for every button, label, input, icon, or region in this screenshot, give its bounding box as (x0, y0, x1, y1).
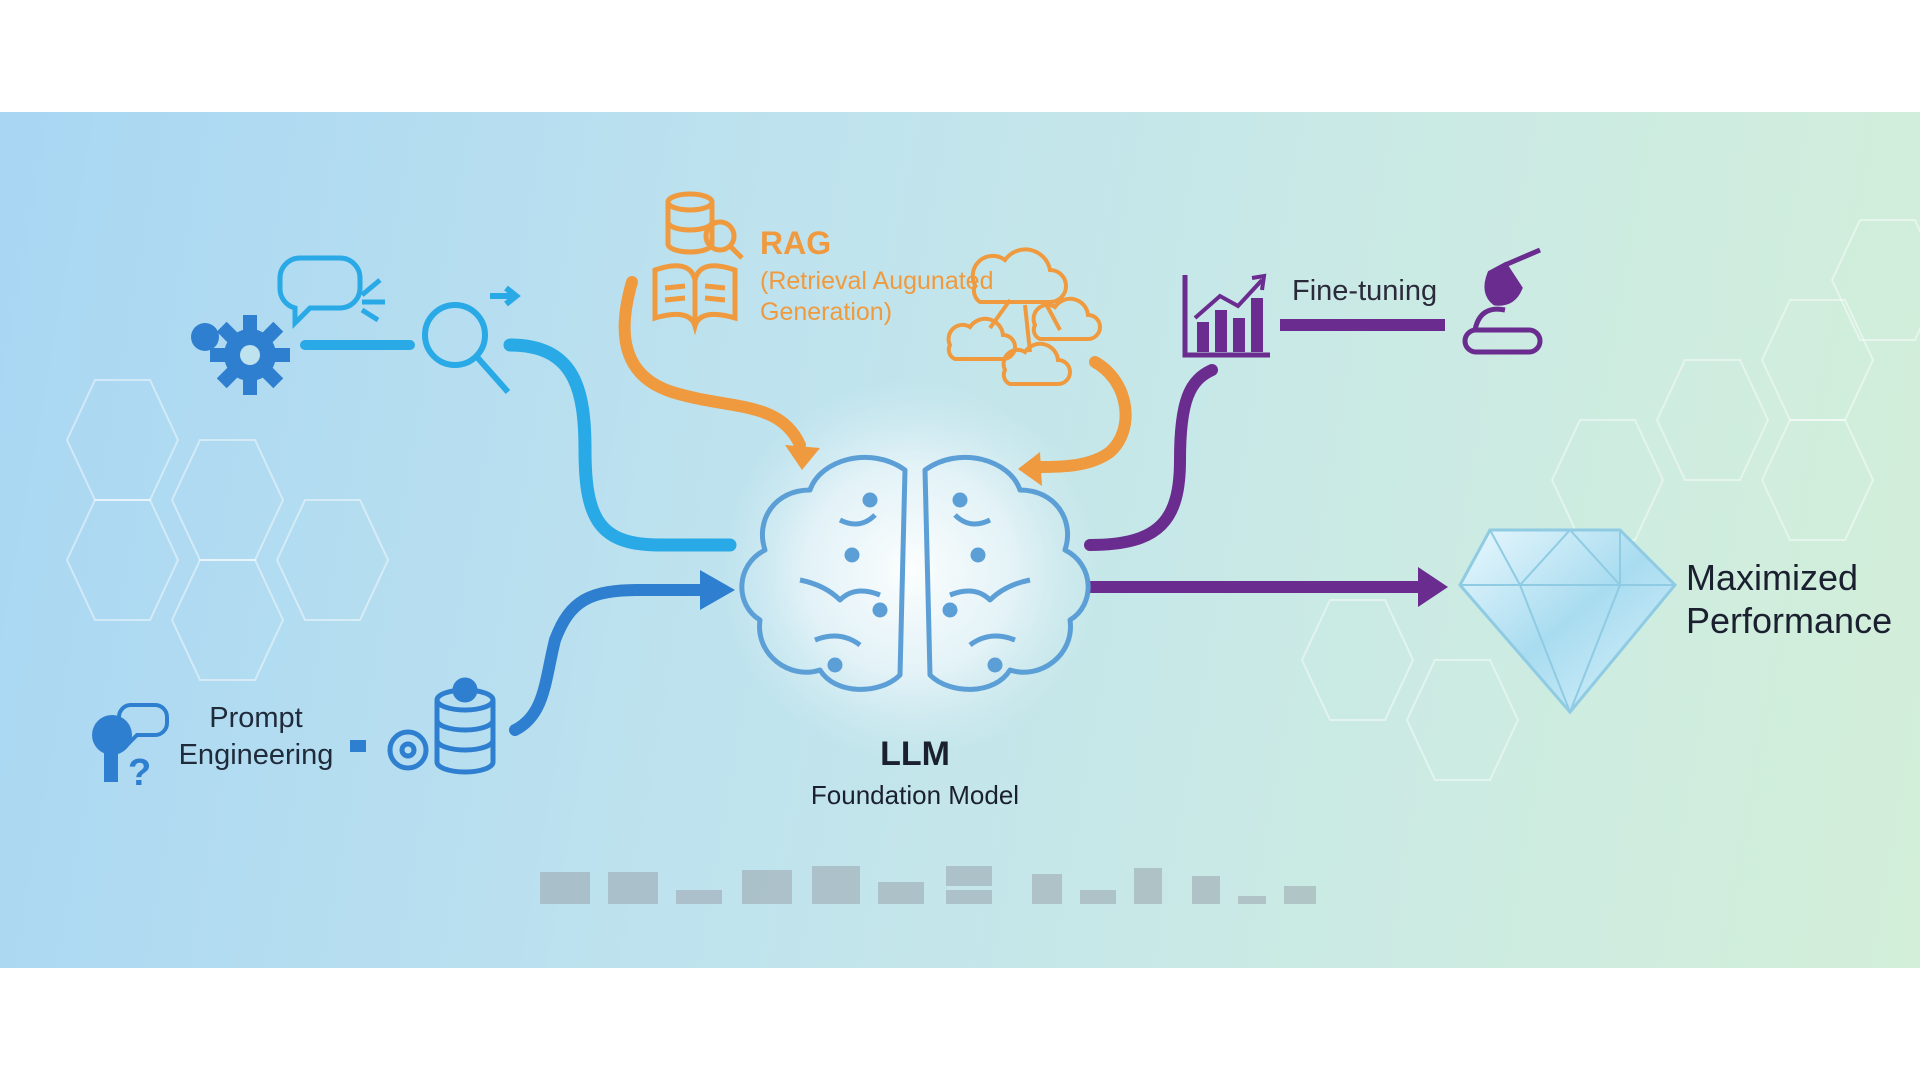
database-icon (434, 677, 496, 775)
bar-chart-icon (1182, 273, 1270, 358)
book-icon (652, 263, 738, 336)
orange-arrowhead-right (1018, 452, 1042, 486)
prompt-engineering-line-2: Engineering (178, 739, 334, 771)
gear-small-icon (387, 729, 429, 771)
orange-flow-path-right (1034, 356, 1132, 473)
magnifier-icon (422, 285, 521, 394)
svg-text:?: ? (128, 752, 151, 794)
paintbrush-icon (1462, 247, 1543, 355)
rag-subtitle: (Retrieval Augunated Generation) (760, 266, 993, 328)
brain-icon (739, 454, 1091, 692)
diagram-canvas: ? (65, 191, 1920, 904)
blue-connector (350, 740, 366, 752)
fine-tuning-label: Fine-tuning (1292, 275, 1438, 307)
question-lightbulb-icon: ? (92, 703, 169, 794)
hexagon-pattern (65, 219, 1920, 781)
llm-subtitle: Foundation Model (810, 780, 1020, 810)
maximized-performance-label: Maximized Performance (1686, 556, 1892, 642)
blue-flow-path (509, 584, 706, 736)
cloud-network-icon (946, 247, 1102, 386)
orange-arrowhead-left (785, 445, 820, 470)
database-search-icon (665, 191, 744, 260)
diamond-icon (1458, 528, 1678, 715)
prompt-engineering-label: Prompt Engineering (166, 700, 346, 774)
decorative-blocks (540, 866, 1316, 904)
prompt-engineering-line-1: Prompt (209, 702, 303, 734)
llm-glow (720, 380, 1100, 760)
small-gear-icon (191, 323, 219, 351)
rag-subtitle-line-1: (Retrieval Augunated (760, 267, 994, 295)
diagram-background: ? (0, 112, 1920, 968)
chat-bubble-icon (277, 255, 385, 330)
max-performance-line-2: Performance (1686, 600, 1893, 641)
gear-icon (210, 315, 290, 395)
rag-title: RAG (760, 225, 832, 261)
purple-flow-path-up (1084, 364, 1218, 551)
llm-title: LLM (880, 735, 950, 773)
purple-arrowhead (1418, 567, 1448, 607)
orange-flow-path-left (618, 276, 806, 451)
blue-arrowhead (700, 570, 735, 610)
max-performance-line-1: Maximized (1686, 557, 1859, 598)
rag-subtitle-line-2: Generation) (760, 298, 893, 326)
cyan-flow-path-2 (503, 338, 737, 552)
